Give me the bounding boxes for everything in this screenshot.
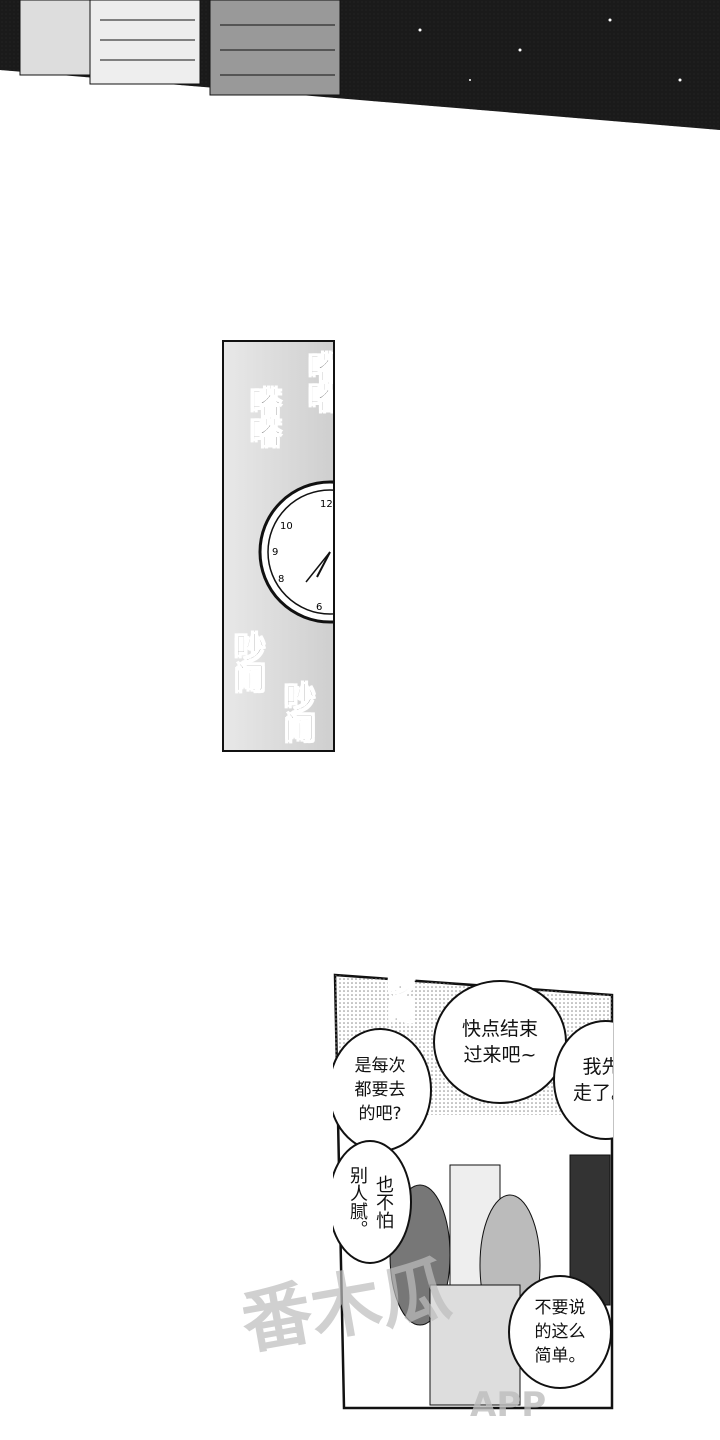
speech-bubble: 是每次 都要去 的吧? xyxy=(333,1028,432,1152)
wall-clock: 12 10 9 8 6 1 xyxy=(258,480,333,624)
sfx-noise: 吵闹 xyxy=(229,632,265,693)
sfx-noise: 吵闹 xyxy=(542,1130,568,1175)
clock-number: 8 xyxy=(278,574,284,585)
speech-bubble: 也不怕 别人腻。 xyxy=(333,1140,412,1264)
sfx-noise: 吵闹 xyxy=(384,970,415,1023)
clock-number: 6 xyxy=(316,602,322,613)
speech-bubble: 快点结束 过来吧~ xyxy=(433,980,567,1104)
clock-number: 10 xyxy=(280,521,293,532)
sfx-tick: 嗒嗒 xyxy=(303,352,335,413)
office-panel: 吵闹 吵闹 快点结束 过来吧~ 我先 走了。 是每次 都要去 的吧? 也不怕 别… xyxy=(333,970,613,1410)
sfx-noise: 吵闹 xyxy=(279,682,315,743)
clock-panel: 嗒嗒 嗒嗒 12 10 9 8 6 1 吵闹 吵闹 xyxy=(222,340,335,752)
watermark-app: APP xyxy=(470,1385,547,1425)
clock-number: 12 xyxy=(320,499,333,510)
sfx-tick: 嗒嗒 xyxy=(245,387,281,448)
city-skyline-panel xyxy=(0,0,720,130)
clock-number: 9 xyxy=(272,547,278,558)
speech-bubble: 不要说 的这么 简单。 xyxy=(508,1275,612,1389)
